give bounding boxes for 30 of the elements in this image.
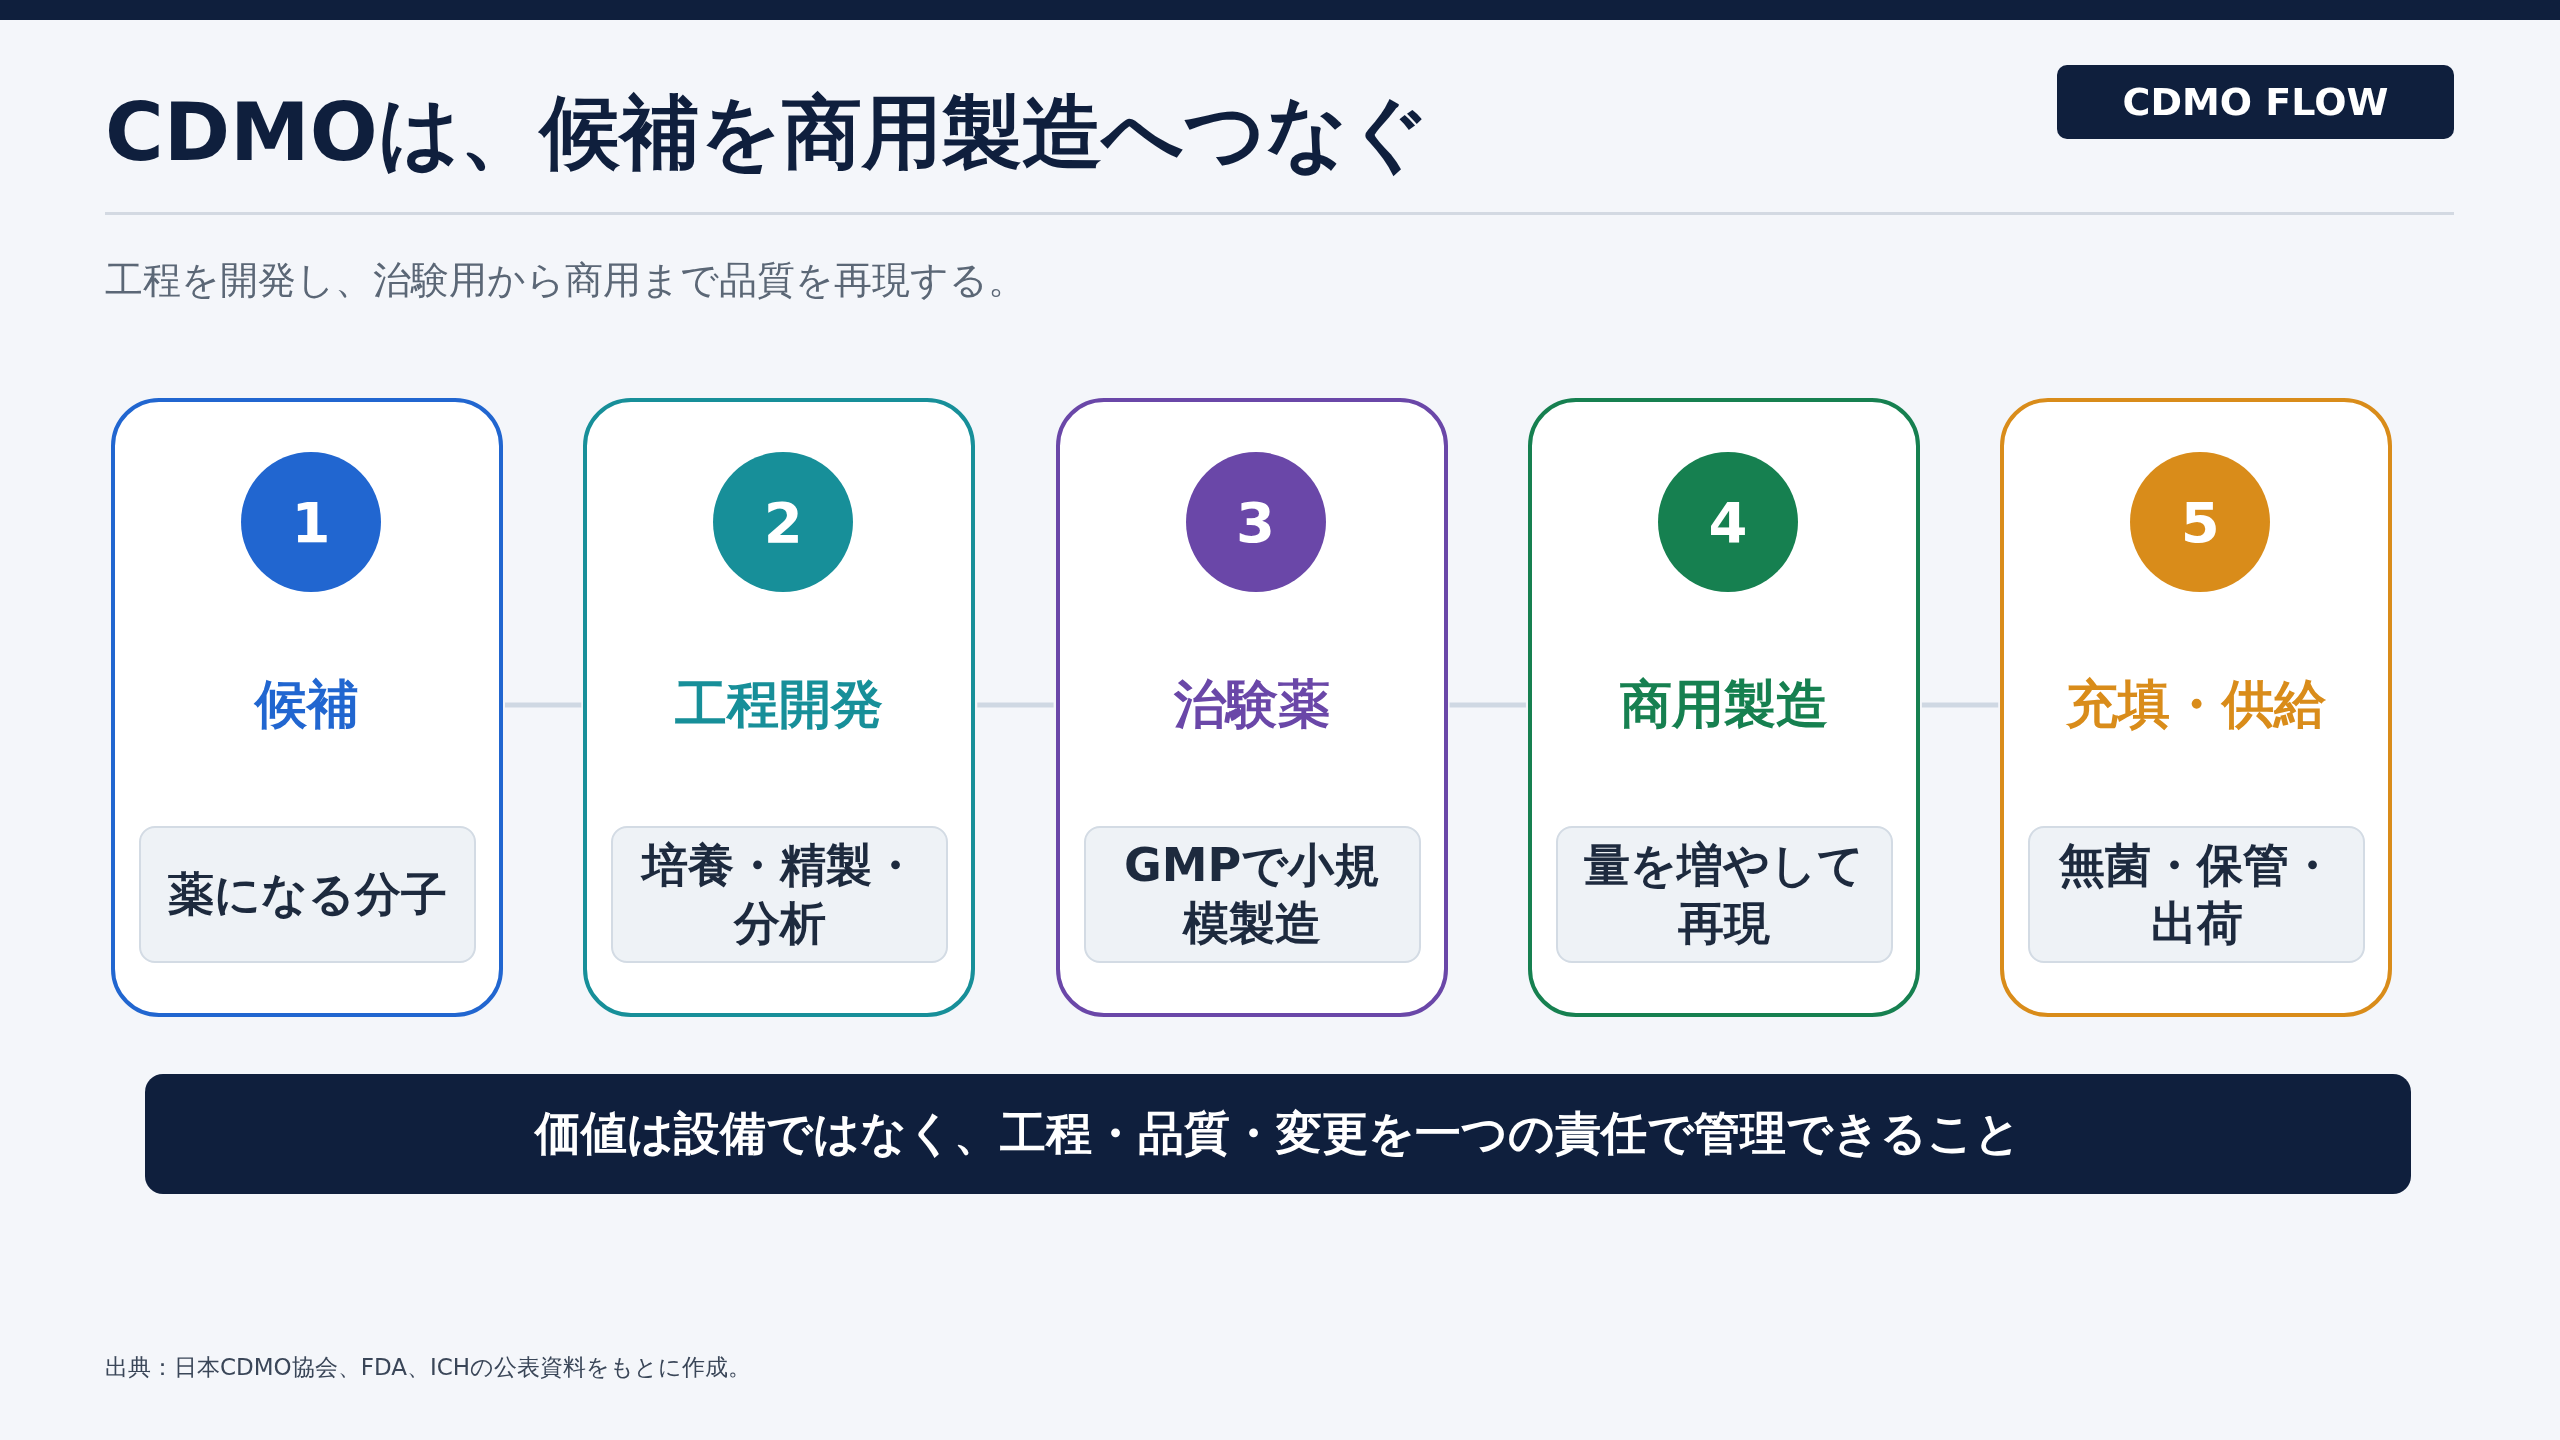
step-title: 工程開発 [674,673,885,736]
step-title: 充填・供給 [2065,673,2328,736]
source-note: 出典：日本CDMO協会、FDA、ICHの公表資料をもとに作成。 [105,1353,752,1382]
top-bar [0,0,2560,20]
step-title: 候補 [253,673,360,736]
step-number: 2 [713,452,854,592]
subtitle: 工程を開発し、治験用から商用まで品質を再現する。 [105,257,1026,304]
description-panel: 量を増やして再現 [1555,826,1893,963]
step-card [1055,398,1448,1017]
connector-line [505,702,582,708]
step-number: 1 [241,452,381,592]
step-number: 3 [1185,452,1326,592]
connector-line [1449,702,1526,708]
connector-line [977,702,1054,708]
step-number: 5 [2130,452,2271,592]
step-card [2000,398,2393,1017]
description-panel: GMPで小規模製造 [1083,826,1421,963]
page-title: CDMOは、候補を商用製造へつなぐ [105,85,1430,181]
step-card [1527,398,1920,1017]
description-panel: 培養・精製・分析 [611,826,949,963]
step-card [111,398,503,1017]
description-panel: 薬になる分子 [139,826,476,963]
connector-line [1921,702,1999,708]
step-title: 治験薬 [1172,673,1331,736]
step-title: 商用製造 [1618,673,1829,736]
message-banner: 価値は設備ではなく、工程・品質・変更を一つの責任で管理できること [145,1074,2411,1194]
step-card [583,398,976,1017]
step-number: 4 [1657,452,1798,592]
description-panel: 無菌・保管・出荷 [2028,826,2366,963]
tag-badge: CDMO FLOW [2057,65,2454,139]
